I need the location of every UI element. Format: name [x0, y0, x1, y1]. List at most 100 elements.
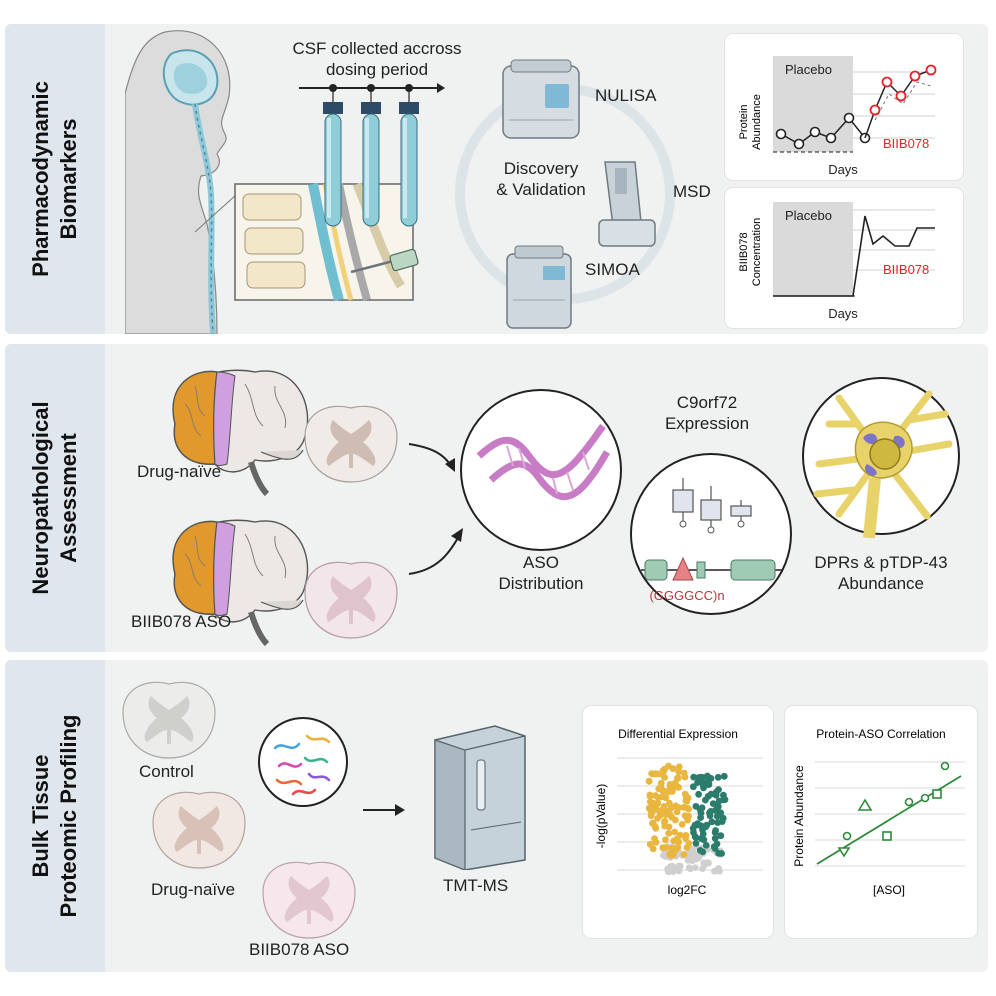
volcano-point [699, 826, 706, 834]
volcano-point [645, 804, 653, 812]
np-biib-aso-label: BIIB078 ASO [131, 612, 232, 631]
volcano-point [715, 786, 722, 793]
bt-biib-aso-label: BIIB078 ASO [249, 940, 350, 959]
volcano-point [662, 836, 669, 844]
volcano-point [700, 783, 707, 790]
volcano-point [666, 784, 674, 792]
nulisa-label: NULISA [595, 86, 657, 105]
volcano-point [674, 774, 681, 782]
volcano-point [654, 799, 662, 807]
volcano-point [699, 848, 707, 856]
chart2-drug-label: BIIB078 [883, 262, 929, 277]
volcano-point [707, 775, 715, 782]
volcano-point [654, 815, 661, 822]
volcano-point [682, 832, 690, 839]
c9orf72-circle: (GGGGCC)n [630, 453, 792, 615]
bt-drug-naive-label: Drug-naïve [151, 880, 236, 899]
volcano-point [690, 783, 697, 791]
repeat-expansion-label: (GGGGCC)n [649, 588, 724, 603]
c9-caption: C9orf72 Expression [664, 393, 750, 433]
volcano-xlabel: log2FC [668, 883, 707, 897]
chart1-xlabel: Days [828, 162, 858, 177]
volcano-point [685, 840, 693, 847]
volcano-point [652, 824, 660, 832]
discovery-caption: Discovery & Validation [496, 159, 586, 199]
panel-pharmacodynamic: Pharmacodynamic Biomarkers CSF collected… [5, 24, 988, 334]
brains-and-cords [145, 344, 463, 652]
panel-title-bulk-tissue: Bulk Tissue Proteomic Profiling [28, 714, 81, 918]
peptides-circle [258, 717, 348, 807]
volcano-point [711, 835, 719, 842]
volcano-point [661, 818, 668, 826]
volcano-point [657, 779, 665, 787]
instrument-cycle [455, 59, 675, 329]
volcano-point [680, 804, 687, 811]
protein-abundance-chart: Placebo BIIB078 Days Protein Abundance [725, 34, 963, 180]
volcano-point [659, 793, 666, 801]
chart1-ylabel-line1: Protein [738, 105, 750, 140]
volcano-points [645, 762, 729, 876]
volcano-point [711, 829, 719, 836]
volcano-point [684, 794, 692, 802]
dpr-caption: DPRs & pTDP-43 Abundance [814, 553, 948, 593]
volcano-ylabel: -log(pValue) [594, 784, 608, 848]
volcano-point [692, 803, 700, 810]
volcano-point [714, 773, 722, 781]
volcano-point [670, 837, 677, 845]
volcano-point [717, 832, 725, 840]
panel-title-pharmacodynamic: Pharmacodynamic Biomarkers [28, 81, 81, 277]
volcano-point [691, 864, 699, 871]
volcano-point [720, 772, 728, 780]
volcano-point [699, 865, 706, 872]
volcano-point [665, 868, 672, 876]
volcano-point [714, 819, 722, 826]
msd-instrument [598, 161, 656, 247]
chart1-ylabel-line2: Abundance [751, 94, 763, 150]
volcano-point [684, 816, 691, 824]
volcano-point [718, 850, 725, 857]
volcano-point [659, 844, 667, 852]
panel-label-neuropathological: Neuropathological Assessment [5, 344, 105, 652]
volcano-point [690, 829, 697, 836]
volcano-point [646, 840, 654, 848]
tmt-ms-label: TMT-MS [443, 876, 509, 895]
arrow-to-ms [363, 804, 405, 816]
volcano-point [715, 865, 722, 872]
volcano-plot-card: Differential Expression log2FC -log(pVal… [583, 706, 773, 938]
volcano-point [704, 792, 712, 800]
volcano-point [655, 785, 663, 793]
volcano-point [667, 863, 674, 870]
volcano-point [710, 843, 718, 850]
panel-title-neuropathological: Neuropathological Assessment [28, 401, 81, 595]
volcano-point [692, 839, 700, 847]
volcano-point [721, 796, 729, 803]
volcano-point [673, 864, 681, 871]
volcano-point [665, 762, 672, 770]
volcano-point [645, 778, 653, 785]
csf-timeline [299, 83, 445, 227]
volcano-point [672, 802, 680, 810]
correlation-ylabel: Protein Abundance [792, 765, 806, 867]
volcano-point [651, 770, 659, 778]
volcano-point [646, 793, 654, 800]
volcano-point [673, 808, 681, 816]
np-drug-naive-label: Drug-naïve [137, 462, 222, 481]
panel-bulk-tissue: Bulk Tissue Proteomic Profiling Control … [5, 660, 988, 972]
volcano-point [665, 830, 673, 837]
volcano-point [675, 768, 683, 775]
volcano-point [694, 854, 702, 862]
chart1-placebo-label: Placebo [785, 62, 832, 77]
volcano-point [678, 821, 686, 828]
volcano-point [672, 816, 679, 824]
volcano-point [719, 814, 727, 822]
volcano-point [708, 818, 716, 826]
volcano-point [686, 854, 694, 861]
volcano-point [713, 813, 721, 820]
neuron-circle [802, 377, 960, 538]
volcano-point [652, 839, 660, 846]
chart2-xlabel: Days [828, 306, 858, 321]
volcano-point [702, 842, 710, 849]
volcano-point [695, 790, 702, 798]
volcano-point [658, 807, 665, 814]
volcano-point [698, 804, 706, 812]
